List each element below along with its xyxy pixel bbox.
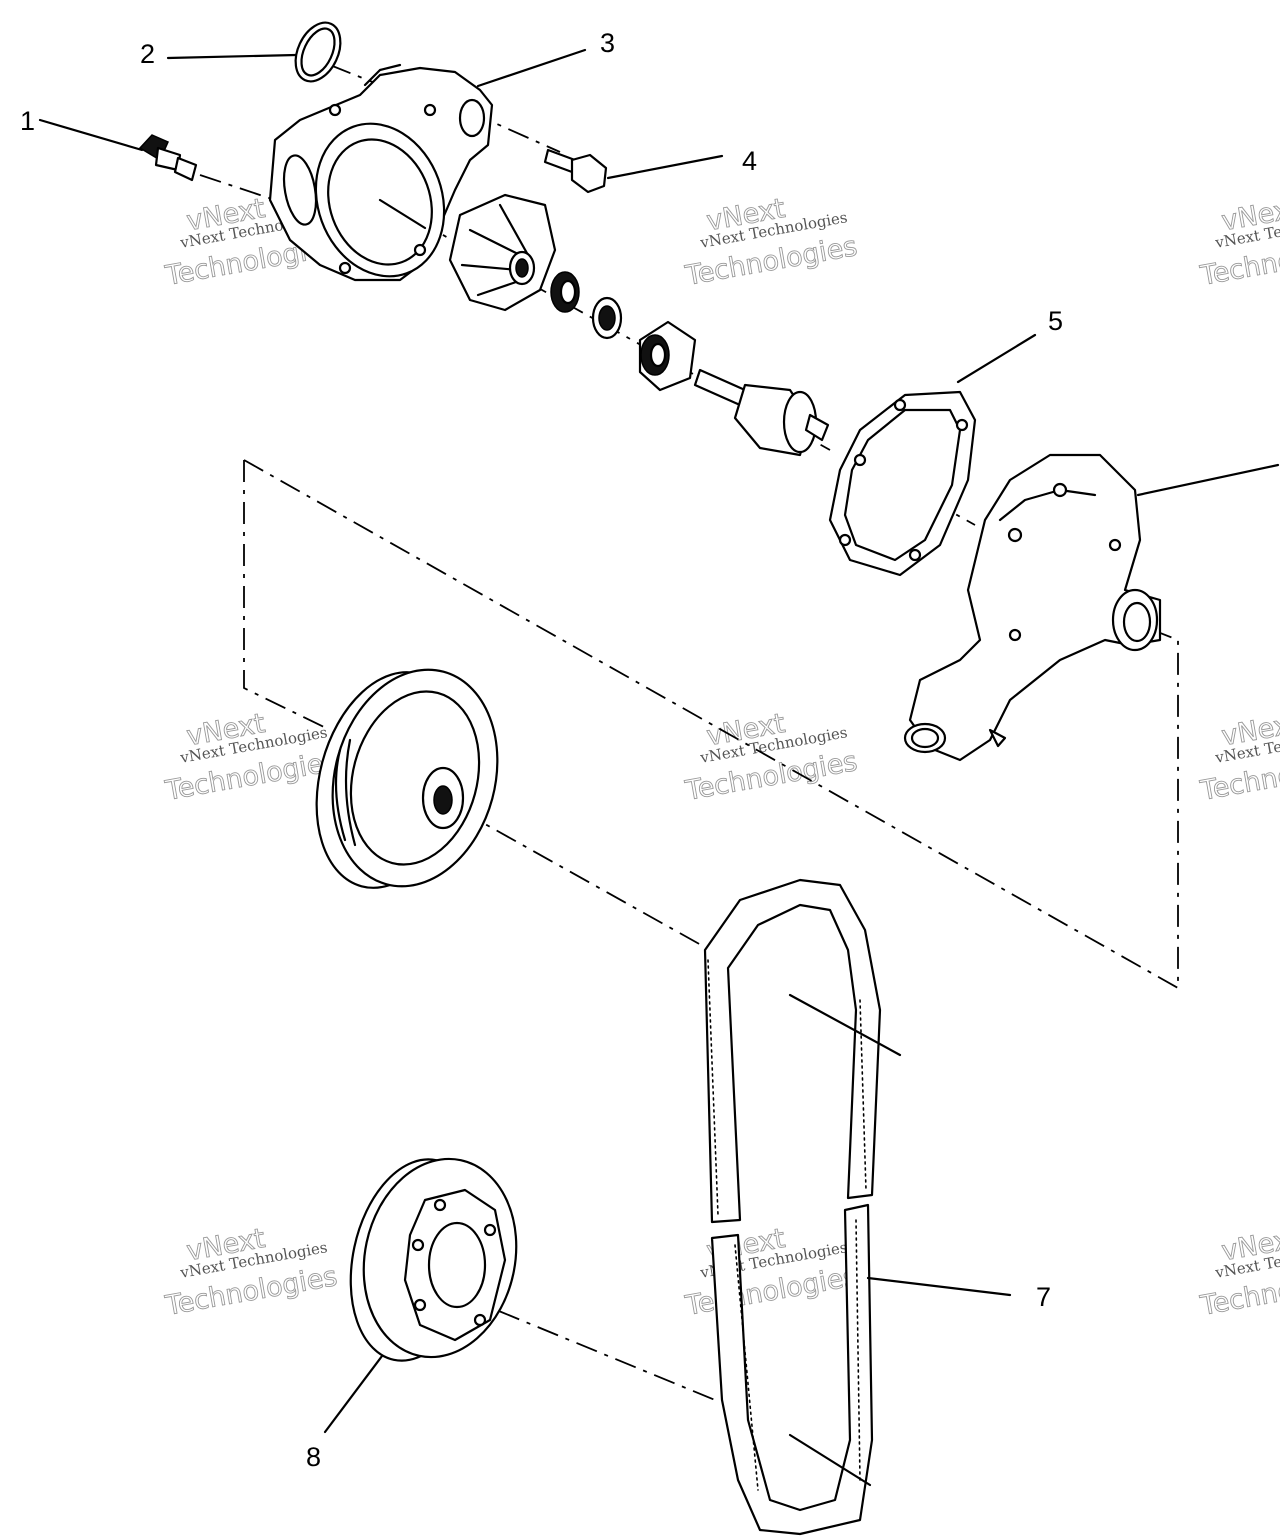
callout-2: 2 <box>140 39 155 69</box>
shaft-washer <box>591 296 623 340</box>
watermark: vNext vNext Technologies Technologies <box>1197 708 1280 808</box>
pump-pulley <box>315 668 499 889</box>
watermark: vNext vNext Technologies Technologies <box>162 708 340 808</box>
water-pump-body <box>903 453 1162 762</box>
watermark: vNext vNext Technologies Technologies <box>682 193 860 293</box>
watermark: vNext vNext Technologies Technologies <box>682 1223 860 1323</box>
leader-lines <box>38 48 1280 1487</box>
shaft-seal <box>550 271 580 313</box>
watermark: vNext vNext Technologies Technologies <box>1197 1223 1280 1323</box>
shaft-bearing <box>638 320 697 392</box>
callout-3: 3 <box>600 28 615 58</box>
watermark: vNext vNext Technologies Technologies <box>1197 193 1280 293</box>
crank-pulley <box>349 1157 518 1362</box>
o-ring <box>294 21 342 83</box>
watermark: vNext vNext Technologies Technologies <box>682 708 860 808</box>
fitting-bolt <box>138 134 198 182</box>
callout-7: 7 <box>1036 1282 1051 1312</box>
impeller <box>448 193 557 312</box>
callout-4: 4 <box>742 146 757 176</box>
callout-1: 1 <box>20 106 35 136</box>
pump-cover-housing <box>268 63 494 282</box>
pump-shaft <box>693 368 830 457</box>
v-belt <box>703 878 882 1536</box>
callout-numbers: 1 2 3 4 5 7 8 <box>20 28 1063 1472</box>
bolt <box>543 148 608 194</box>
watermark: vNext vNext Technologies Technologies <box>162 1223 340 1323</box>
callout-8: 8 <box>306 1442 321 1472</box>
callout-5: 5 <box>1048 306 1063 336</box>
pump-gasket <box>828 390 977 577</box>
